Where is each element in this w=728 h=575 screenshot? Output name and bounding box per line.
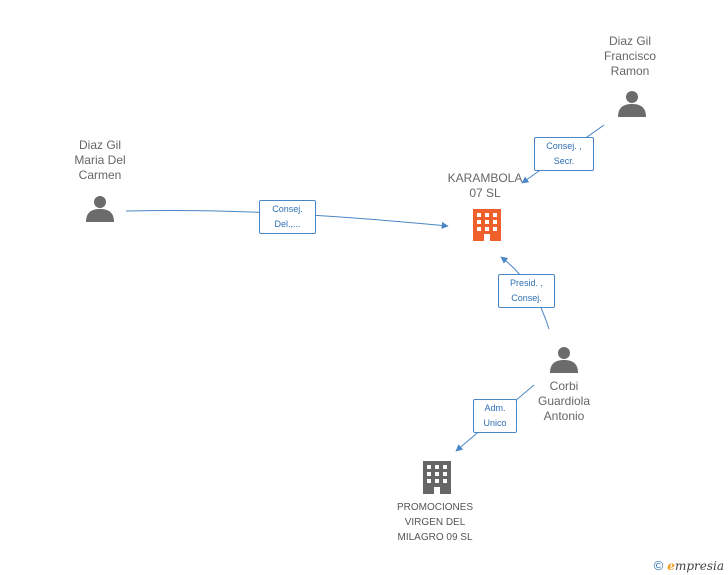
edge-label-corbi-promociones[interactable]: Adm. Unico — [473, 399, 517, 433]
edge-label-corbi-karambola[interactable]: Presid. , Consej. — [498, 274, 555, 308]
edge-label-maria-karambola[interactable]: Consej. Del.,... — [259, 200, 316, 234]
node-label-diaz-gil-francisco[interactable]: Diaz Gil Francisco Ramon — [603, 34, 656, 78]
person-icon[interactable] — [618, 91, 646, 117]
person-icon[interactable] — [550, 347, 578, 373]
node-label-corbi[interactable]: Corbi Guardiola Antonio — [537, 379, 591, 423]
copyright-icon: © — [653, 558, 664, 573]
building-icon[interactable] — [423, 461, 451, 494]
node-label-diaz-gil-maria[interactable]: Diaz Gil Maria Del Carmen — [74, 138, 126, 182]
building-icon[interactable] — [473, 209, 501, 241]
empresia-logo: empresia — [667, 558, 724, 573]
node-label-promociones[interactable]: PROMOCIONES VIRGEN DEL MILAGRO 09 SL — [396, 502, 474, 543]
edge-label-francisco-karambola[interactable]: Consej. , Secr. — [534, 137, 594, 171]
watermark: © empresia — [654, 558, 724, 573]
person-icon[interactable] — [86, 196, 114, 222]
node-label-karambola[interactable]: KARAMBOLA 07 SL — [447, 171, 523, 200]
